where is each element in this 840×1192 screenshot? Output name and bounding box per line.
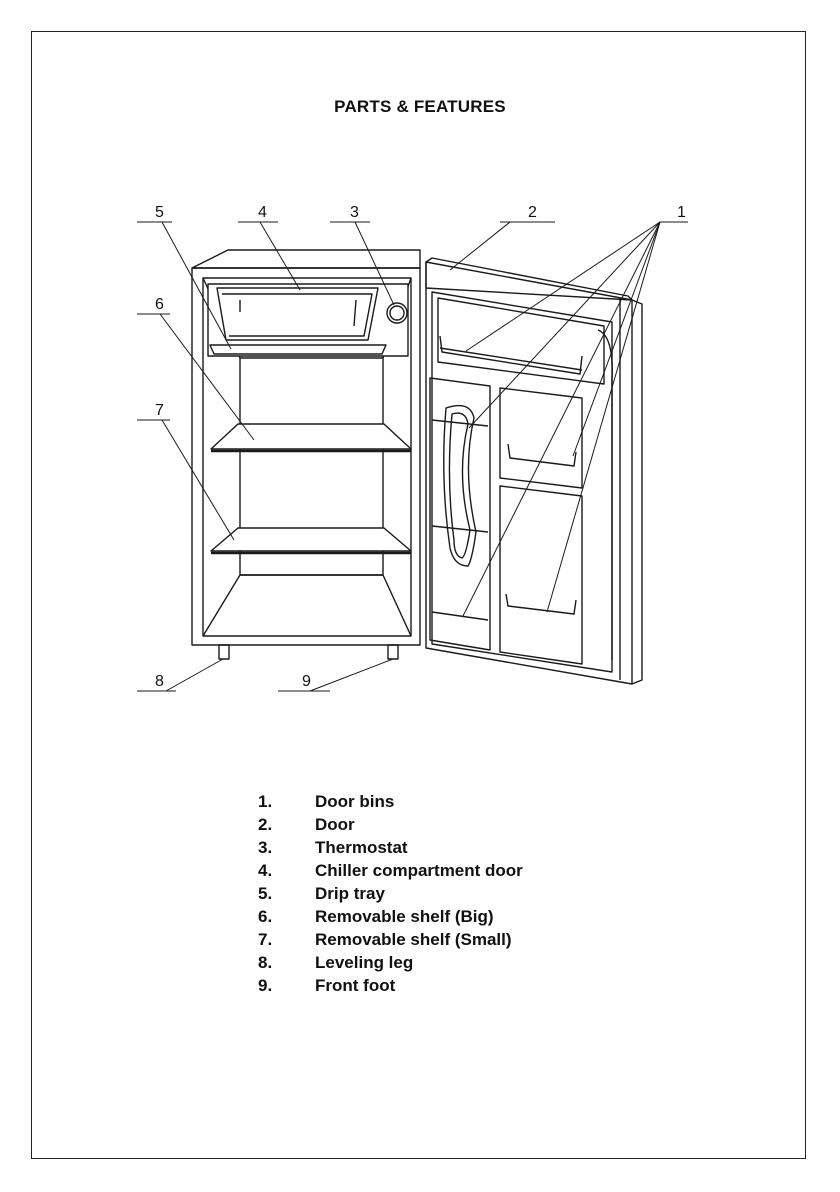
item-number: 8.: [258, 951, 315, 974]
item-label: Front foot: [315, 976, 395, 995]
item-label: Leveling leg: [315, 953, 413, 972]
callout-6: 6: [155, 296, 164, 313]
list-item: 1.Door bins: [258, 790, 523, 813]
chiller-compartment: [208, 284, 408, 356]
callout-1: 1: [677, 204, 686, 221]
item-number: 4.: [258, 859, 315, 882]
callout-5: 5: [155, 204, 164, 221]
list-item: 2.Door: [258, 813, 523, 836]
item-label: Thermostat: [315, 838, 408, 857]
item-number: 5.: [258, 882, 315, 905]
item-label: Removable shelf (Small): [315, 930, 512, 949]
item-number: 2.: [258, 813, 315, 836]
item-number: 6.: [258, 905, 315, 928]
item-number: 3.: [258, 836, 315, 859]
callout-3: 3: [350, 204, 359, 221]
callout-7: 7: [155, 402, 164, 419]
item-number: 9.: [258, 974, 315, 997]
callout-9: 9: [302, 673, 311, 690]
list-item: 9.Front foot: [258, 974, 523, 997]
list-item: 3.Thermostat: [258, 836, 523, 859]
callout-2: 2: [528, 204, 537, 221]
item-label: Chiller compartment door: [315, 861, 523, 880]
fridge-diagram: 5 4 3 2 1 6 7 8 9: [0, 0, 840, 760]
list-item: 7.Removable shelf (Small): [258, 928, 523, 951]
list-item: 8.Leveling leg: [258, 951, 523, 974]
shelf-big: [211, 424, 411, 451]
list-item: 4.Chiller compartment door: [258, 859, 523, 882]
item-number: 7.: [258, 928, 315, 951]
item-label: Drip tray: [315, 884, 385, 903]
list-item: 6.Removable shelf (Big): [258, 905, 523, 928]
list-item: 5.Drip tray: [258, 882, 523, 905]
item-number: 1.: [258, 790, 315, 813]
item-label: Door: [315, 815, 355, 834]
item-label: Door bins: [315, 792, 394, 811]
shelf-small: [211, 528, 411, 553]
callout-4: 4: [258, 204, 267, 221]
legs: [219, 645, 398, 659]
parts-list: 1.Door bins 2.Door 3.Thermostat 4.Chille…: [258, 790, 523, 997]
callout-8: 8: [155, 673, 164, 690]
item-label: Removable shelf (Big): [315, 907, 494, 926]
